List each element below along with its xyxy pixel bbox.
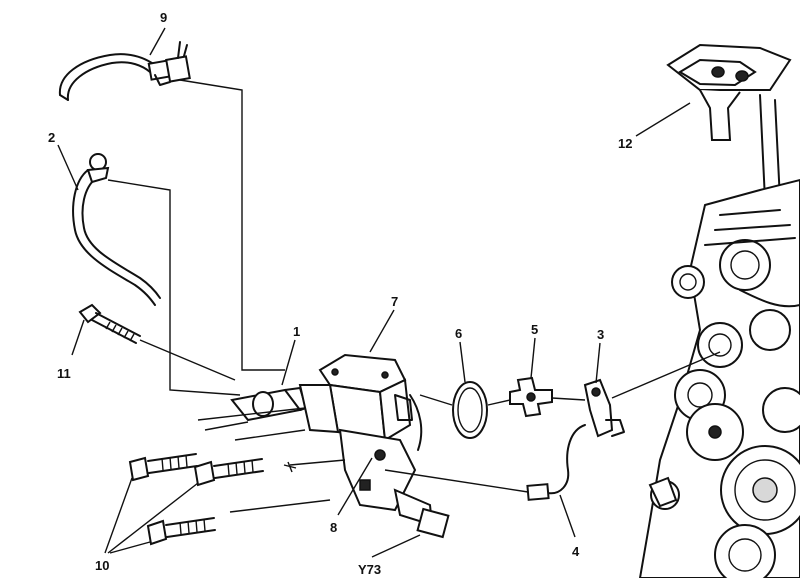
callout-8: 8 <box>330 520 337 535</box>
callout-6: 6 <box>455 326 462 341</box>
part-7-pump-body <box>298 353 450 539</box>
part-4-wire <box>526 424 586 501</box>
callout-leaders <box>57 27 691 558</box>
bolt-a <box>128 453 198 482</box>
callout-10: 10 <box>95 558 109 573</box>
callout-4: 4 <box>572 544 580 559</box>
part-11-bolt <box>78 303 141 344</box>
callout-labels: 9 2 11 1 7 6 5 3 12 8 4 10 Y73 <box>48 10 632 577</box>
bolt-b <box>193 458 264 487</box>
callout-7: 7 <box>391 294 398 309</box>
alignment-lines <box>107 79 721 513</box>
callout-1: 1 <box>293 324 300 339</box>
part-2-hose-fitting <box>72 153 161 306</box>
bolt-c <box>146 517 216 546</box>
part-1-coupling <box>230 387 307 422</box>
callout-9: 9 <box>160 10 167 25</box>
callout-2: 2 <box>48 130 55 145</box>
engine-block <box>638 94 800 578</box>
part-3-sensor <box>583 378 625 438</box>
part-6-o-ring <box>452 381 488 439</box>
callout-11: 11 <box>57 366 71 381</box>
part-12-bracket <box>666 43 792 141</box>
callout-12: 12 <box>618 136 632 151</box>
part-9-hose-connector <box>58 41 191 101</box>
callout-5: 5 <box>531 322 538 337</box>
part-5-plate <box>509 376 553 418</box>
callout-3: 3 <box>597 327 604 342</box>
callout-y73: Y73 <box>358 562 381 577</box>
part-10-bolts <box>128 453 264 546</box>
